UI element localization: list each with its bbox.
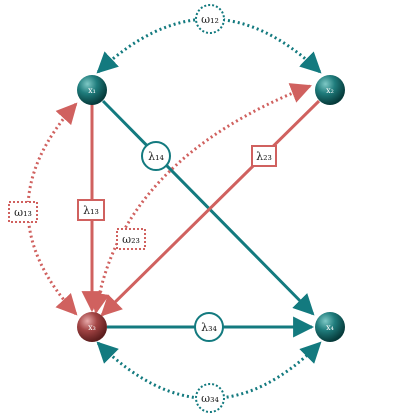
label-omega12-text: ω₁₂ [201, 13, 219, 26]
label-lambda13: λ₁₃ [77, 199, 105, 221]
node-x3[interactable]: x₃ [77, 312, 107, 342]
label-lambda23: λ₂₃ [251, 145, 277, 167]
edge-lambda23 [100, 99, 321, 317]
label-lambda14: λ₁₄ [141, 141, 171, 171]
label-lambda34: λ₃₄ [194, 312, 224, 342]
label-omega12: ω₁₂ [195, 4, 225, 34]
node-x4-label: x₄ [326, 323, 334, 332]
label-lambda34-text: λ₃₄ [201, 321, 217, 334]
node-x4[interactable]: x₄ [315, 312, 345, 342]
node-x1[interactable]: x₁ [77, 75, 107, 105]
label-omega13: ω₁₃ [8, 201, 38, 223]
node-x2-label: x₂ [326, 86, 334, 95]
label-omega23: ω₂₃ [116, 228, 146, 250]
label-lambda14-text: λ₁₄ [148, 150, 164, 163]
node-x1-label: x₁ [88, 86, 96, 95]
label-lambda23-text: λ₂₃ [256, 150, 272, 163]
label-omega34: ω₃₄ [195, 383, 225, 413]
label-omega34-text: ω₃₄ [201, 392, 219, 405]
label-omega13-text: ω₁₃ [14, 206, 32, 219]
label-omega23-text: ω₂₃ [122, 233, 140, 246]
covariance-omega23-arc [88, 83, 312, 315]
node-x2[interactable]: x₂ [315, 75, 345, 105]
label-lambda13-text: λ₁₃ [83, 204, 99, 217]
edge-lambda14 [101, 99, 315, 316]
node-x3-label: x₃ [88, 323, 96, 332]
